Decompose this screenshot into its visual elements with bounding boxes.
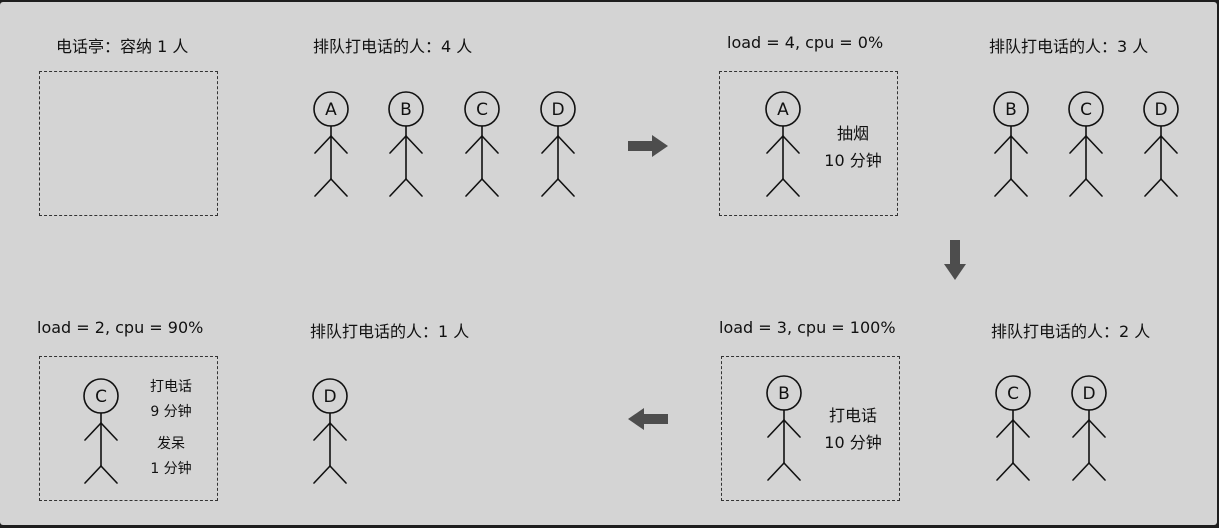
person-letter: C: [1007, 384, 1019, 404]
activity-label: 打电话: [150, 379, 192, 395]
arrow-down-icon: [944, 240, 966, 280]
person-b-queue: B: [388, 91, 424, 197]
activity-label: 发呆: [157, 436, 185, 452]
phone-booth-4: [39, 356, 218, 501]
person-d-queue: D: [312, 378, 348, 484]
person-a-queue: A: [313, 91, 349, 197]
booth-title: 电话亭：容纳 1 人: [56, 37, 189, 56]
person-b-booth: B: [766, 375, 802, 481]
activity-note-4b: 发呆 1 分钟: [138, 432, 204, 482]
person-letter: D: [323, 387, 336, 407]
person-a-booth: A: [765, 91, 801, 197]
person-d-queue: D: [1143, 91, 1179, 197]
activity-label: 打电话: [828, 406, 877, 425]
person-c-booth: C: [83, 378, 119, 484]
queue-title-2: 排队打电话的人：3 人: [989, 37, 1149, 56]
person-letter: D: [551, 100, 564, 120]
person-c-queue: C: [995, 375, 1031, 481]
activity-note-2: 抽烟 10 分钟: [818, 120, 888, 174]
activity-duration: 10 分钟: [824, 433, 882, 452]
person-c-queue: C: [464, 91, 500, 197]
person-c-queue: C: [1068, 91, 1104, 197]
person-letter: A: [777, 100, 789, 120]
person-letter: C: [476, 100, 488, 120]
activity-duration: 10 分钟: [824, 151, 882, 170]
phone-booth-2: [719, 71, 898, 216]
person-letter: D: [1082, 384, 1095, 404]
person-letter: B: [400, 100, 412, 120]
person-letter: D: [1154, 100, 1167, 120]
person-letter: B: [1005, 100, 1017, 120]
phone-booth-3: [721, 356, 900, 501]
person-b-queue: B: [993, 91, 1029, 197]
activity-duration: 9 分钟: [150, 404, 192, 420]
status-panel-3: load = 3, cpu = 100%: [719, 318, 896, 337]
queue-title-3: 排队打电话的人：2 人: [991, 322, 1151, 341]
arrow-right-icon: [628, 135, 668, 157]
queue-title-4: 排队打电话的人：1 人: [310, 322, 470, 341]
activity-duration: 1 分钟: [150, 461, 192, 477]
status-panel-2: load = 4, cpu = 0%: [727, 33, 884, 52]
person-d-queue: D: [1071, 375, 1107, 481]
phone-booth-empty: [39, 71, 218, 216]
arrow-left-icon: [628, 408, 668, 430]
activity-label: 抽烟: [836, 124, 869, 143]
person-letter: C: [95, 387, 107, 407]
queue-title-1: 排队打电话的人：4 人: [313, 37, 473, 56]
person-d-queue: D: [540, 91, 576, 197]
activity-note-3: 打电话 10 分钟: [818, 402, 888, 456]
person-letter: A: [325, 100, 337, 120]
status-panel-4: load = 2, cpu = 90%: [37, 318, 204, 337]
person-letter: B: [778, 384, 790, 404]
activity-note-4a: 打电话 9 分钟: [138, 375, 204, 425]
person-letter: C: [1080, 100, 1092, 120]
